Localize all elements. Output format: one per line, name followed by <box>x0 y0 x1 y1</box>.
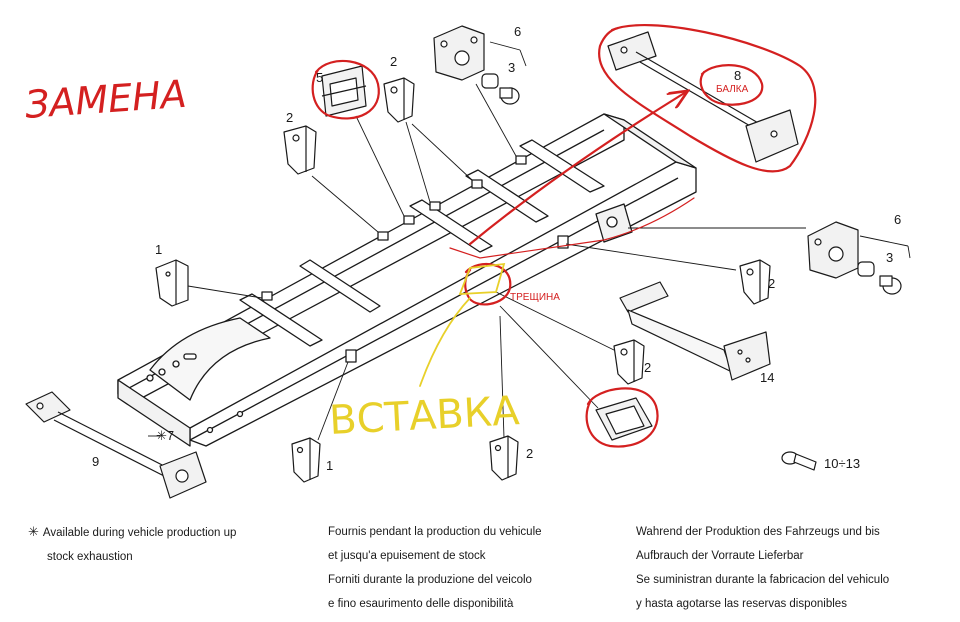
plate-bracket-lower <box>595 397 653 441</box>
yellow-pointer-line <box>419 297 471 387</box>
asterisk-icon: ✳ <box>28 524 39 539</box>
footnote-de-line-2: Aufbrauch der Vorraute Lieferbar <box>636 550 804 562</box>
front-beam-item-9 <box>25 391 207 499</box>
callout-7: ✳7 <box>156 428 174 443</box>
bracket-item-2-center <box>613 339 645 385</box>
red-circle-balka-label <box>699 64 764 106</box>
footnote-en-line-1: Available during vehicle production up <box>42 527 237 539</box>
hanger-item-6-right <box>807 221 859 279</box>
leader-lines <box>148 41 911 441</box>
bolt-items-10-13 <box>781 451 817 471</box>
footnote-en-line-2: stock exhaustion <box>47 551 133 563</box>
callout-2-right: 2 <box>768 276 775 291</box>
beam-item-8 <box>607 31 799 163</box>
pins-item-3-upper <box>481 73 520 105</box>
callout-2-lower: 2 <box>526 446 533 461</box>
yellow-markings: ВСТАВКА <box>328 262 521 444</box>
handwritten-balka: БАЛКА <box>716 84 749 95</box>
footnote-german-spanish: Wahrend der Produktion des Fahrzeugs und… <box>636 514 936 622</box>
bracket-item-2-lower <box>489 435 519 481</box>
callout-6-upper: 6 <box>514 24 521 39</box>
handwritten-zamena: ЗАМЕНА <box>24 72 188 127</box>
footnote-de-line-1: Wahrend der Produktion des Fahrzeugs und… <box>636 526 880 538</box>
red-arrow-line <box>468 92 686 246</box>
footnote-fr-line-1: Fournis pendant la production du vehicul… <box>328 526 542 538</box>
callout-2-center: 2 <box>644 360 651 375</box>
red-markings: ЗАМЕНА БАЛКА ТРЕЩИНА <box>24 24 817 448</box>
handwritten-treshchina: ТРЕЩИНА <box>510 292 560 303</box>
callout-3-upper: 3 <box>508 60 515 75</box>
callout-labels: 1 1 2 2 2 2 2 3 3 5 6 6 ✳7 8 9 14 10÷13 <box>92 24 901 473</box>
chassis-frame <box>117 113 697 447</box>
callout-10-13: 10÷13 <box>824 456 860 471</box>
footnote-english: ✳Available during vehicle production up … <box>28 514 308 575</box>
bracket-item-1-lower <box>291 437 321 483</box>
handwritten-vstavka: ВСТАВКА <box>328 388 521 444</box>
bracket-item-5 <box>321 65 367 117</box>
footnote-fr-line-2: et jusqu'a epuisement de stock <box>328 550 486 562</box>
loose-parts <box>25 25 902 499</box>
footnote-es-line-2: y hasta agotarse las reservas disponible… <box>636 598 847 610</box>
callout-3-right: 3 <box>886 250 893 265</box>
bracket-item-2-upper-left <box>283 125 317 175</box>
footnote-french-italian: Fournis pendant la production du vehicul… <box>328 514 608 622</box>
crossbeam-item-14 <box>619 281 771 381</box>
red-circle-beam <box>598 24 817 173</box>
callout-6-right: 6 <box>894 212 901 227</box>
callout-8: 8 <box>734 68 741 83</box>
red-guide-line <box>449 197 695 259</box>
bracket-item-1-upper <box>155 259 189 307</box>
callout-1-upper: 1 <box>155 242 162 257</box>
yellow-mark-crack <box>458 262 506 295</box>
footnote-it-line-2: e fino esaurimento delle disponibilità <box>328 598 514 610</box>
callout-14: 14 <box>760 370 774 385</box>
red-circle-plate <box>585 387 659 448</box>
bracket-item-2-upper <box>383 77 415 123</box>
pins-item-3-right <box>857 261 902 295</box>
callout-1-lower: 1 <box>326 458 333 473</box>
bracket-item-2-right <box>739 259 771 305</box>
hanger-item-6-upper <box>433 25 485 81</box>
callout-9: 9 <box>92 454 99 469</box>
parts-diagram: ЗАМЕНА БАЛКА ТРЕЩИНА ВСТАВКА 1 1 2 2 2 2… <box>23 24 911 610</box>
callout-2-left: 2 <box>286 110 293 125</box>
red-circle-item-5 <box>311 59 380 120</box>
callout-2-upper: 2 <box>390 54 397 69</box>
chassis-frame-drawing: ЗАМЕНА БАЛКА ТРЕЩИНА ВСТАВКА 1 1 2 2 2 2… <box>24 24 911 499</box>
callout-5: 5 <box>316 70 323 85</box>
